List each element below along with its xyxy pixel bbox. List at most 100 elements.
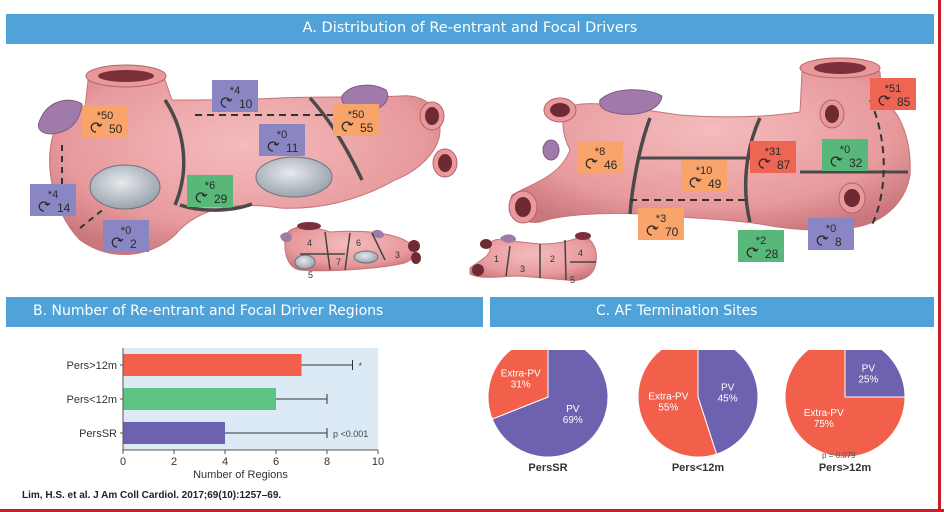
pie-group-label: Pers>12m [819,462,872,474]
pie-slice [784,350,906,458]
slice-label: PV [862,364,876,375]
panel-b-header: B. Number of Re-entrant and Focal Driver… [6,297,483,327]
focal-driver-count: *0 [826,223,836,235]
reentrant-driver-count: 70 [665,225,679,239]
pie-slice [844,350,906,398]
mini-left-region-label: 3 [395,250,400,260]
focal-driver-count: *8 [595,146,605,158]
slice-label: Extra-PV [648,392,688,403]
category-label: PersSR [79,428,117,440]
x-axis-label: Number of Regions [193,469,288,481]
driver-label-bg [681,160,727,192]
x-tick-label: 4 [222,456,228,468]
bar [123,388,276,410]
driver-label-bg [870,78,916,110]
mini-right-region-label: 2 [550,254,555,264]
reentrant-driver-count: 2 [130,237,137,251]
mini-right-region-label: 5 [570,275,575,285]
reentry-icon [689,177,702,188]
reentrant-driver-count: 28 [765,247,779,261]
category-label: Pers>12m [67,360,117,372]
mini-map-right: 1 3 2 4 5 [469,232,597,285]
reentrant-driver-count: 10 [239,97,253,111]
driver-label-box: *228 [738,230,784,262]
mini-left-region-label: 6 [356,238,361,248]
focal-driver-count: *0 [840,144,850,156]
reentry-icon [878,95,891,106]
slice-label: Extra-PV [804,408,844,419]
reentry-icon [111,237,124,248]
right-atrium-view [508,57,911,231]
focal-driver-count: *0 [121,225,131,237]
focal-driver-count: *51 [885,83,902,95]
heart-illustration: 4 6 5 7 3 1 3 2 4 5 *5050*410*5055*011*4… [30,57,916,285]
slice-percent: 55% [658,403,678,414]
reentrant-driver-count: 87 [777,158,791,172]
bar-annotation: p <0.001 [333,429,368,439]
driver-label-bg [103,220,149,252]
slice-percent: 75% [814,419,834,430]
reentrant-driver-count: 55 [360,121,374,135]
mini-left-region-label: 4 [307,238,312,248]
driver-label-bg [333,104,379,136]
reentry-icon [816,235,829,246]
bottom-border [0,509,944,512]
driver-label-box: *02 [103,220,149,252]
driver-label-bg [82,105,128,137]
citation: Lim, H.S. et al. J Am Coll Cardiol. 2017… [22,490,282,501]
pie-slice [697,350,759,455]
category-label: Pers<12m [67,394,117,406]
panel-a-header: A. Distribution of Re-entrant and Focal … [6,14,934,44]
slice-percent: 31% [511,379,531,390]
pie-slice [491,350,609,458]
reentry-icon [220,97,233,108]
driver-label-box: *370 [638,208,684,240]
reentrant-driver-count: 14 [57,201,71,215]
pie-group-label: PersSR [528,462,567,474]
focal-driver-count: *4 [230,85,240,97]
focal-driver-count: *10 [696,165,713,177]
reentrant-driver-count: 32 [849,156,863,170]
driver-label-bg [822,139,868,171]
driver-label-box: *846 [577,141,623,173]
slice-percent: 69% [563,415,583,426]
slice-percent: 45% [718,393,738,404]
pie-group-label: Pers<12m [672,462,725,474]
reentry-icon [646,225,659,236]
driver-label-bg [738,230,784,262]
x-tick-label: 8 [324,456,330,468]
reentrant-driver-count: 11 [286,141,299,155]
driver-label-bg [30,184,76,216]
reentry-icon [267,141,280,152]
driver-label-box: *08 [808,218,854,250]
reentrant-driver-count: 50 [109,122,123,136]
bar-annotation: * [359,361,363,371]
driver-label-bg [212,80,258,112]
pie-slice [637,350,718,458]
driver-label-box: *410 [212,80,258,112]
reentrant-driver-count: 85 [897,95,911,109]
panel-b-title: B. Number of Re-entrant and Focal Driver… [33,303,384,319]
mini-left-region-label: 7 [336,257,341,267]
focal-driver-count: *2 [756,235,766,247]
driver-label-box: *032 [822,139,868,171]
slice-label: PV [721,382,735,393]
reentry-icon [90,122,103,133]
reentry-icon [195,192,208,203]
panel-c-title: C. AF Termination Sites [596,303,758,319]
driver-label-bg [750,141,796,173]
right-border [938,0,941,512]
reentrant-driver-count: 49 [708,177,722,191]
focal-driver-count: *50 [348,109,365,121]
focal-driver-count: *3 [656,213,666,225]
driver-label-bg [808,218,854,250]
focal-driver-count: *31 [765,146,782,158]
pie-p-value-note: p = 0.079 [822,451,856,460]
driver-label-box: *629 [187,175,233,207]
